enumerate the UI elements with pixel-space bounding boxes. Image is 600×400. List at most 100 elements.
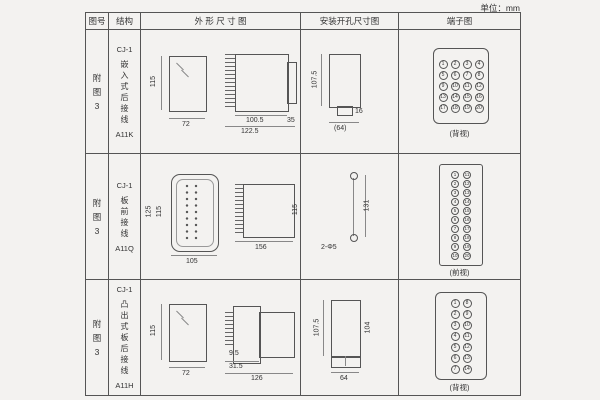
dim-line — [225, 361, 259, 362]
dim-line — [331, 372, 359, 373]
terminal-circle: 3 — [462, 59, 472, 69]
dim-label-depth: 35 — [287, 117, 295, 124]
structure-desc: 板前接线 — [120, 195, 129, 238]
dim-line — [235, 241, 293, 242]
dim-label-holes: 2-Φ5 — [321, 244, 337, 251]
dim-label-body: 100.5 — [246, 117, 264, 124]
row3-outline-drawing: 115 72 9.5 31.5 126 — [141, 280, 300, 395]
row2-structure-cell: CJ-1 板前接线 A11Q — [109, 154, 141, 280]
terminal-circle: 18 — [450, 103, 460, 113]
centerline — [353, 178, 354, 236]
model-code: A11Q — [115, 243, 134, 253]
dim-label-height: 107.5 — [313, 318, 321, 337]
dim-label-spacing: 131 — [363, 199, 371, 212]
dim-line — [365, 175, 366, 237]
side-view-case — [259, 312, 295, 358]
row1-install-cell: 107.5 16 (64) — [301, 30, 399, 154]
view-caption: (背视) — [449, 129, 470, 138]
terminal-circle: 8 — [462, 298, 472, 308]
terminal-circle: 7 — [450, 364, 460, 374]
model-code: A11H — [115, 381, 134, 390]
side-view-terminal-block — [287, 62, 297, 104]
dim-line — [169, 118, 205, 119]
row1-structure-cell: CJ-1 嵌入式后接线 A11K — [109, 30, 141, 154]
terminal-circle: 12 — [462, 342, 472, 352]
dim-line — [161, 304, 162, 360]
row2-outline-drawing: 125 115 105 156 115 — [141, 154, 300, 279]
fig-number: 附图3 — [92, 197, 102, 236]
front-view-outline — [169, 56, 207, 112]
row2-outline-cell: 125 115 105 156 115 — [141, 154, 301, 280]
terminal-circle: 10 — [451, 251, 459, 260]
header-install: 安装开孔尺寸图 — [301, 13, 399, 30]
row3-outline-cell: 115 72 9.5 31.5 126 — [141, 280, 301, 396]
row1-outline-drawing: 115 72 100.5 122.5 35 — [141, 30, 300, 153]
terminal-circle: 4 — [451, 197, 459, 206]
header-structure: 结构 — [109, 13, 141, 30]
terminal-circle: 20 — [463, 251, 471, 260]
dim-label-width: 105 — [186, 258, 198, 265]
front-view-outline — [169, 304, 207, 362]
terminal-circle: 4 — [450, 331, 460, 341]
terminal-circle: 11 — [462, 81, 472, 91]
row3-install-cell: 107.5 104 64 — [301, 280, 399, 396]
side-view-pins — [225, 312, 233, 348]
side-view-body — [243, 184, 295, 238]
side-view-fins — [235, 184, 243, 236]
terminal-circle: 2 — [450, 59, 460, 69]
terminal-circle: 3 — [451, 188, 459, 197]
terminal-circle: 16 — [463, 215, 471, 224]
structure-desc: 嵌入式后接线 — [120, 59, 129, 124]
terminal-circle: 8 — [451, 233, 459, 242]
terminal-circle: 9 — [438, 81, 448, 91]
terminal-circle: 5 — [450, 342, 460, 352]
terminal-circle: 2 — [451, 179, 459, 188]
terminal-circle: 19 — [463, 242, 471, 251]
dim-label-tab: 16 — [355, 108, 363, 115]
cutout-step — [331, 356, 361, 368]
dim-label-height: 115 — [150, 75, 158, 88]
dim-line — [323, 300, 324, 356]
side-view-body — [235, 54, 289, 112]
terminal-circle: 14 — [463, 197, 471, 206]
dim-label-width: (64) — [334, 125, 347, 132]
side-view-body — [233, 306, 261, 364]
mounting-hole — [350, 172, 358, 180]
view-caption: (前视) — [449, 268, 470, 277]
dim-label-outer-height: 125 — [145, 205, 153, 218]
fig-number: 附图3 — [92, 318, 102, 357]
side-view-fins — [225, 54, 235, 110]
terminal-circle: 10 — [450, 81, 460, 91]
view-caption: (背视) — [449, 383, 470, 392]
dim-line — [321, 54, 322, 106]
terminal-circle: 5 — [438, 70, 448, 80]
terminal-circle: 17 — [438, 103, 448, 113]
row1-outline-cell: 115 72 100.5 122.5 35 — [141, 30, 301, 154]
terminal-circle: 13 — [463, 188, 471, 197]
dim-label-total: 122.5 — [241, 128, 259, 135]
terminal-circle: 3 — [450, 320, 460, 330]
dim-label-side-height: 115 — [292, 203, 300, 216]
dim-line — [171, 255, 217, 256]
terminal-circle: 6 — [450, 353, 460, 363]
terminal-circle: 6 — [450, 70, 460, 80]
terminal-circle: 14 — [462, 364, 472, 374]
row1-fig-cell: 附图3 — [86, 30, 109, 154]
dim-label-inner-height: 115 — [156, 205, 164, 218]
terminal-circle: 5 — [451, 206, 459, 215]
header-fig: 图号 — [86, 13, 109, 30]
terminal-circle: 8 — [474, 70, 484, 80]
terminal-circle: 9 — [451, 242, 459, 251]
terminal-circle: 15 — [463, 206, 471, 215]
dim-label-length: 126 — [251, 375, 263, 382]
terminal-circle: 11 — [462, 331, 472, 341]
dim-label-length: 156 — [255, 244, 267, 251]
structure-desc: 凸出式板后接线 — [120, 300, 129, 375]
terminal-circle: 20 — [474, 103, 484, 113]
dim-label-width: 72 — [182, 121, 190, 128]
